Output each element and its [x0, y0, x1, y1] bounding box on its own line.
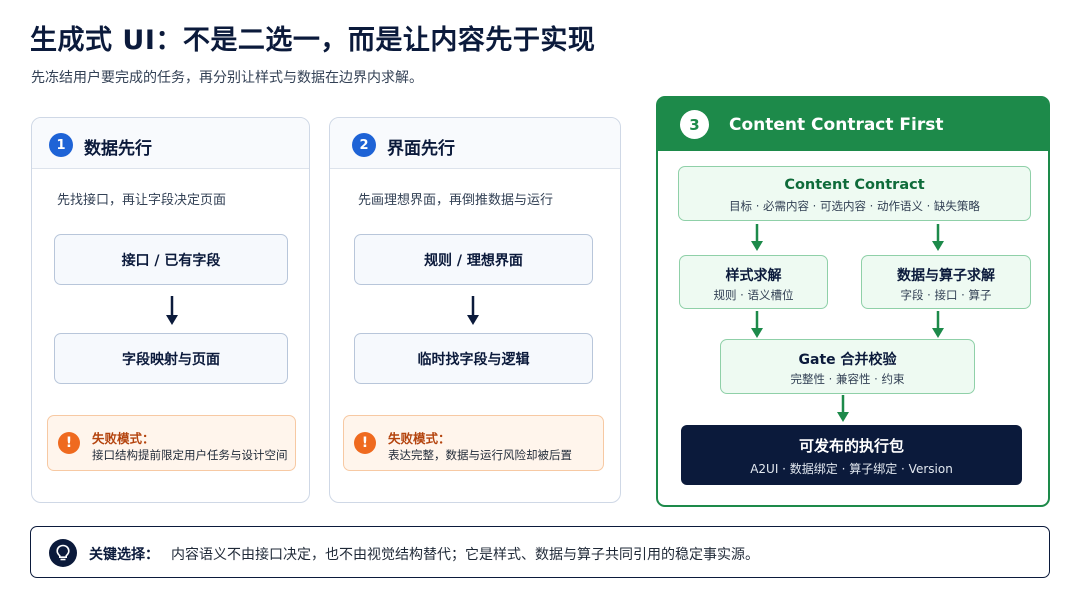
style-solving-title: 样式求解	[725, 268, 782, 284]
arrow-down-icon	[467, 296, 479, 325]
style-solving-sub: 规则 · 语义槽位	[713, 288, 794, 302]
step-number-badge: 3	[680, 110, 709, 139]
publishable-package-sub: A2UI · 数据绑定 · 算子绑定 · Version	[750, 462, 953, 476]
card-title: 界面先行	[387, 139, 455, 159]
key-choice-label: 关键选择：	[89, 547, 159, 563]
gate-validation-sub: 完整性 · 兼容性 · 约束	[790, 372, 905, 386]
data-solving-box: 数据与算子求解 字段 · 接口 · 算子	[861, 255, 1031, 309]
card-header: 3 Content Contract First	[658, 98, 1048, 151]
page-title: 生成式 UI：不是二选一，而是让内容先于实现	[30, 25, 596, 56]
style-solving-box: 样式求解 规则 · 语义槽位	[679, 255, 828, 309]
step-box-ideal-ui: 规则 / 理想界面	[354, 234, 593, 285]
arrow-down-icon	[837, 395, 849, 422]
card-description: 先找接口，再让字段决定页面	[57, 193, 227, 208]
page-subtitle: 先冻结用户要完成的任务，再分别让样式与数据在边界内求解。	[31, 70, 423, 86]
publishable-package-box: 可发布的执行包 A2UI · 数据绑定 · 算子绑定 · Version	[681, 425, 1022, 485]
failure-mode-box: ! 失败模式： 表达完整，数据与运行风险却被后置	[343, 415, 604, 471]
card-header: 1 数据先行	[32, 118, 309, 169]
key-choice-text: 内容语义不由接口决定，也不由视觉结构替代；它是样式、数据与算子共同引用的稳定事实…	[171, 547, 759, 563]
failure-text: 表达完整，数据与运行风险却被后置	[388, 448, 572, 462]
arrow-down-icon	[932, 224, 944, 251]
step-box-mapping: 字段映射与页面	[54, 333, 288, 384]
card-title: Content Contract First	[729, 115, 944, 135]
arrow-down-icon	[166, 296, 178, 325]
exclamation-icon: !	[354, 432, 376, 454]
card-data-first: 1 数据先行 先找接口，再让字段决定页面 接口 / 已有字段 字段映射与页面 !…	[31, 117, 310, 503]
step-box-interface: 接口 / 已有字段	[54, 234, 288, 285]
failure-mode-box: ! 失败模式： 接口结构提前限定用户任务与设计空间	[47, 415, 296, 471]
failure-title: 失败模式：	[92, 431, 155, 446]
card-description: 先画理想界面，再倒推数据与运行	[358, 193, 554, 208]
gate-validation-title: Gate 合并校验	[798, 352, 897, 368]
gate-validation-box: Gate 合并校验 完整性 · 兼容性 · 约束	[720, 339, 975, 394]
publishable-package-title: 可发布的执行包	[798, 437, 904, 455]
data-solving-title: 数据与算子求解	[897, 268, 995, 284]
failure-title: 失败模式：	[388, 431, 451, 446]
content-contract-sub: 目标 · 必需内容 · 可选内容 · 动作语义 · 缺失策略	[729, 199, 980, 213]
content-contract-title: Content Contract	[784, 177, 925, 193]
exclamation-icon: !	[58, 432, 80, 454]
key-choice-bar: 关键选择： 内容语义不由接口决定，也不由视觉结构替代；它是样式、数据与算子共同引…	[30, 526, 1050, 578]
lightbulb-icon	[49, 539, 77, 567]
data-solving-sub: 字段 · 接口 · 算子	[900, 288, 992, 302]
step-number-badge: 2	[352, 133, 376, 157]
arrow-down-icon	[751, 224, 763, 251]
card-ui-first: 2 界面先行 先画理想界面，再倒推数据与运行 规则 / 理想界面 临时找字段与逻…	[329, 117, 621, 503]
step-box-temp-fields: 临时找字段与逻辑	[354, 333, 593, 384]
step-number-badge: 1	[49, 133, 73, 157]
content-contract-box: Content Contract 目标 · 必需内容 · 可选内容 · 动作语义…	[678, 166, 1031, 221]
card-content-contract-first: 3 Content Contract First Content Contrac…	[656, 96, 1050, 507]
failure-text: 接口结构提前限定用户任务与设计空间	[92, 448, 288, 462]
card-title: 数据先行	[84, 139, 152, 159]
arrow-down-icon	[932, 311, 944, 338]
arrow-down-icon	[751, 311, 763, 338]
card-header: 2 界面先行	[330, 118, 620, 169]
